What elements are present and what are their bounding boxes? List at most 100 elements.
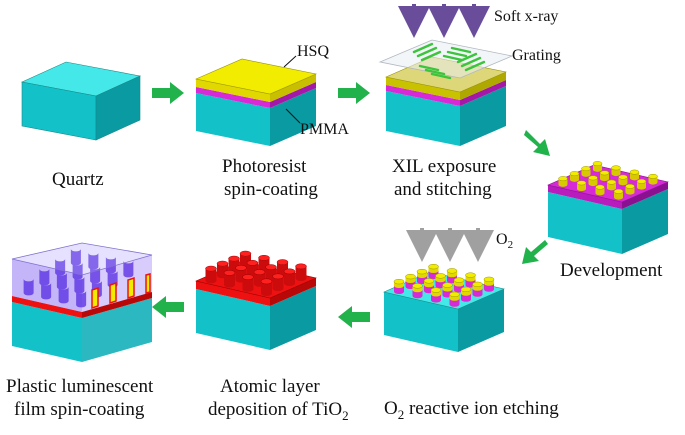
film-pillar bbox=[90, 267, 101, 284]
pillar-top bbox=[235, 265, 247, 271]
pillar-top bbox=[272, 273, 284, 280]
step-label-plastic-line1: Plastic luminescent bbox=[6, 376, 154, 397]
pillar-top bbox=[569, 171, 580, 177]
ald-coated-block bbox=[195, 250, 317, 350]
pillar-top bbox=[588, 175, 598, 181]
pillar-top bbox=[405, 273, 416, 280]
soft-xray-arrows bbox=[398, 4, 490, 38]
pillar-top bbox=[239, 250, 252, 257]
pillar-top bbox=[648, 173, 658, 179]
pillar-base-band bbox=[431, 294, 441, 303]
pillar-top bbox=[253, 269, 266, 275]
film-pillar bbox=[88, 253, 99, 270]
plastic-film-block bbox=[11, 242, 153, 362]
pillar-top bbox=[472, 281, 483, 288]
pillar-top bbox=[449, 291, 460, 298]
arrow-rie-to-ald bbox=[338, 306, 370, 328]
pillar-top bbox=[636, 178, 647, 184]
pillar-top bbox=[446, 268, 458, 274]
step-label-plastic-line2: film spin-coating bbox=[14, 399, 145, 420]
grating-mask bbox=[378, 39, 514, 80]
film-pillar bbox=[74, 277, 85, 294]
pillar-body bbox=[205, 268, 217, 284]
film-pillar bbox=[39, 269, 50, 286]
step-label-rie: O2 reactive ion etching bbox=[384, 398, 559, 422]
pillar-top bbox=[246, 260, 259, 266]
pillar-base-band bbox=[472, 288, 483, 297]
pillar-top bbox=[428, 263, 439, 270]
pillar-top bbox=[606, 179, 617, 185]
film-pillar bbox=[76, 291, 87, 308]
pillar-top bbox=[629, 169, 640, 175]
film-pillar bbox=[105, 257, 116, 274]
film-pillar bbox=[58, 287, 69, 304]
film-pillar bbox=[55, 259, 66, 276]
label-grating: Grating bbox=[512, 47, 561, 64]
grating-lines bbox=[412, 42, 486, 80]
film-pillar bbox=[70, 249, 81, 266]
pillar-top bbox=[576, 180, 587, 186]
film-pillar bbox=[23, 279, 34, 296]
step-label-xil-line2: and stitching bbox=[394, 179, 492, 200]
quartz-substrate-block bbox=[21, 61, 141, 141]
pillar-top bbox=[423, 278, 435, 284]
pillar-top bbox=[223, 270, 236, 276]
pillar-top bbox=[283, 268, 296, 275]
cross-section-profile bbox=[91, 273, 151, 310]
pillar-top bbox=[258, 255, 270, 261]
label-soft-xray: Soft x-ray bbox=[494, 8, 558, 25]
pillar-body bbox=[261, 281, 272, 296]
step-label-development: Development bbox=[560, 260, 663, 281]
pillar-top bbox=[453, 277, 465, 283]
pillar-top bbox=[558, 176, 568, 182]
pillar-top bbox=[265, 264, 277, 270]
pillar-top bbox=[465, 272, 476, 278]
arrow-ald-to-film bbox=[152, 296, 184, 318]
film-pillar bbox=[72, 263, 83, 280]
pillar-top bbox=[435, 273, 446, 279]
pillar-body bbox=[272, 276, 284, 291]
pillar-top bbox=[592, 161, 603, 167]
step-label-quartz: Quartz bbox=[52, 169, 104, 190]
hsq-leader-line bbox=[283, 55, 297, 68]
etched-pillar-array bbox=[393, 263, 495, 307]
pillar-top bbox=[442, 282, 453, 288]
film-pillar bbox=[56, 273, 67, 290]
pillar-top bbox=[205, 265, 217, 272]
pillar-top bbox=[260, 278, 273, 285]
arrow-development-to-rie bbox=[522, 240, 548, 264]
pillar-top bbox=[216, 260, 229, 267]
o2-plasma-arrows bbox=[406, 228, 494, 262]
step-label-ald-line1: Atomic layer bbox=[220, 376, 320, 397]
pillar-top bbox=[595, 184, 605, 190]
pillar-body bbox=[242, 277, 254, 292]
pillar-top bbox=[412, 283, 423, 289]
pillar-top bbox=[295, 263, 307, 270]
step-label-xil-line1: XIL exposure bbox=[392, 156, 496, 177]
pillar-top bbox=[581, 166, 591, 172]
pillar-base-band bbox=[461, 293, 471, 302]
film-pillar bbox=[123, 261, 134, 278]
arrow-quartz-to-coating bbox=[152, 82, 184, 104]
pillar-top bbox=[430, 287, 442, 293]
label-pmma: PMMA bbox=[300, 121, 349, 138]
pillar-top bbox=[393, 278, 405, 285]
rie-etched-block bbox=[383, 263, 505, 352]
pillar-top bbox=[483, 276, 495, 283]
label-hsq: HSQ bbox=[297, 43, 329, 60]
pillar-top bbox=[625, 183, 635, 189]
photoresist-coated-block bbox=[195, 58, 317, 146]
developed-block bbox=[547, 161, 669, 254]
arrow-coating-to-xil bbox=[338, 82, 370, 104]
film-pillar bbox=[41, 283, 52, 300]
pmma-leader-line bbox=[285, 108, 301, 124]
step-label-spin-coating-line1: Photoresist bbox=[222, 156, 307, 177]
pillar-base-band bbox=[394, 285, 404, 295]
tio2-pillar-array bbox=[205, 250, 307, 296]
pillar-top bbox=[599, 170, 610, 176]
step-label-spin-coating-line2: spin-coating bbox=[224, 179, 318, 200]
pillar-top bbox=[276, 259, 289, 265]
pillar-base-band bbox=[484, 283, 494, 292]
step-label-ald-line2: deposition of TiO2 bbox=[208, 399, 349, 423]
